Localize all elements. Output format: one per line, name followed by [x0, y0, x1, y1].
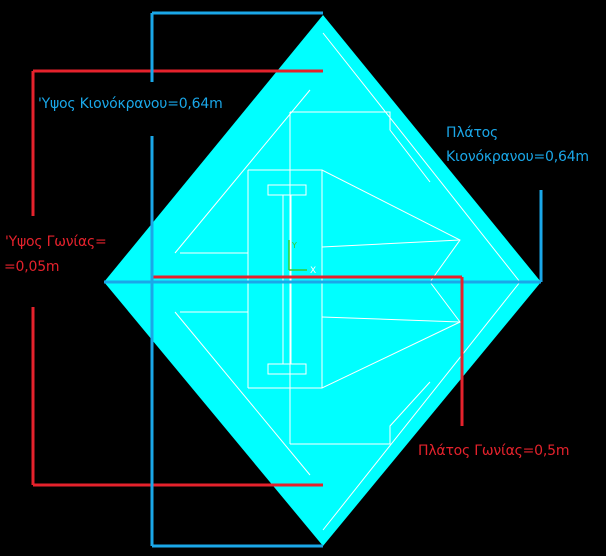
column-detail-lines: [174, 32, 521, 531]
i-beam-bottom-flange: [267, 363, 307, 375]
flange-lower: [248, 281, 461, 389]
i-beam-top-flange: [267, 184, 307, 196]
bracket-lower: [290, 381, 431, 445]
corner-height-label-line2: =0,05m: [4, 259, 60, 275]
capital-width-label-line2: Κιονόκρανου=0,64m: [446, 149, 589, 165]
ucs-icon: Y X: [288, 240, 316, 276]
corner-width-label: Πλάτος Γωνίας=0,5m: [418, 443, 570, 459]
inner-diagonal-se: [322, 281, 521, 531]
inner-diagonal-nw: [174, 89, 311, 254]
stiffener-right-low: [321, 316, 461, 323]
corner-height-label-line1: 'Υψος Γωνίας=: [5, 234, 107, 250]
inner-diagonal-ne: [322, 32, 521, 283]
flange-upper: [248, 169, 461, 283]
ucs-y-label: Y: [291, 241, 297, 250]
capital-height-label: 'Υψος Κιονόκρανου=0,64m: [38, 96, 223, 112]
capital-width-label-line1: Πλάτος: [446, 125, 499, 141]
inner-diagonal-sw: [174, 311, 311, 476]
stiffener-right: [321, 239, 461, 248]
bracket-upper: [290, 111, 431, 183]
ucs-x-label: X: [310, 266, 316, 276]
